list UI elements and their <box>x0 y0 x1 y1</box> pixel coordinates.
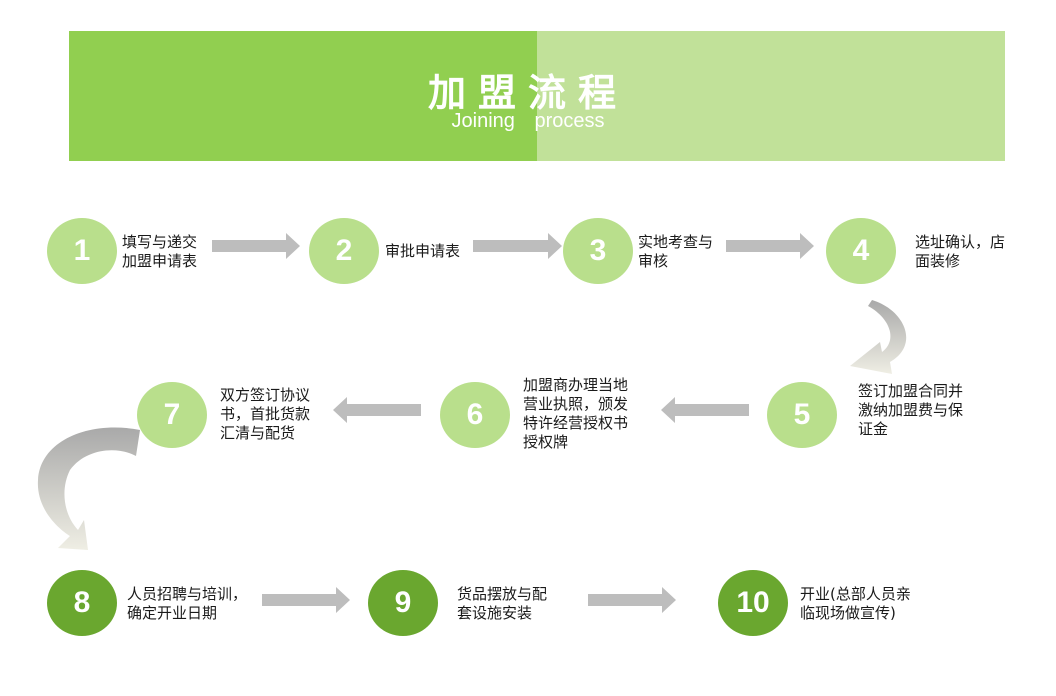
step-1-line-2: 加盟申请表 <box>122 252 198 270</box>
curve-arrow-7-to-8 <box>37 427 140 550</box>
banner-left-panel <box>69 31 537 161</box>
step-4-line-1: 选址确认，店 <box>915 233 1006 251</box>
step-4-line-2: 面装修 <box>915 252 961 270</box>
step-9-circle: 9 <box>368 570 438 636</box>
page-subtitle: Joining process <box>451 110 605 132</box>
step-2-circle: 2 <box>309 218 379 284</box>
step-7-circle: 7 <box>137 382 207 448</box>
step-1-line-1: 填写与递交 <box>122 233 198 251</box>
step-4-text: 选址确认，店 面装修 <box>915 233 1005 271</box>
step-9-line-2: 套设施安装 <box>457 604 533 622</box>
step-1-circle: 1 <box>47 218 117 284</box>
banner-right-panel <box>537 31 1005 161</box>
step-5-line-1: 签订加盟合同并 <box>858 382 964 400</box>
curve-arrow-4-to-5 <box>850 300 907 374</box>
arrow-6-to-7 <box>333 397 421 423</box>
arrow-3-to-4 <box>726 233 814 259</box>
arrow-5-to-6 <box>661 397 749 423</box>
step-1-text: 填写与递交 加盟申请表 <box>122 233 197 271</box>
arrow-1-to-2 <box>212 233 300 259</box>
step-9-line-1: 货品摆放与配 <box>457 585 548 603</box>
step-6-circle: 6 <box>440 382 510 448</box>
step-7-text: 双方签订协议 书，首批货款 汇清与配货 <box>220 386 310 443</box>
step-9-text: 货品摆放与配 套设施安装 <box>457 585 547 623</box>
step-3-circle: 3 <box>563 218 633 284</box>
step-10-line-1: 开业(总部人员亲 <box>800 585 911 603</box>
step-4-circle: 4 <box>826 218 896 284</box>
step-6-text: 加盟商办理当地 营业执照，颁发 特许经营授权书 授权牌 <box>523 376 628 452</box>
step-7-line-1: 双方签订协议 <box>220 386 311 404</box>
step-8-text: 人员招聘与培训， 确定开业日期 <box>127 585 247 623</box>
header-banner <box>69 31 1005 161</box>
step-5-text: 签订加盟合同并 激纳加盟费与保 证金 <box>858 382 963 439</box>
step-3-line-2: 审核 <box>638 252 669 270</box>
step-3-line-1: 实地考查与 <box>638 233 714 251</box>
step-6-line-1: 加盟商办理当地 <box>523 376 629 394</box>
step-8-line-1: 人员招聘与培训， <box>127 585 248 603</box>
page-title: 加盟流程 <box>427 71 628 115</box>
arrow-8-to-9 <box>262 587 350 613</box>
step-2-line-1: 审批申请表 <box>385 242 461 260</box>
step-5-line-2: 激纳加盟费与保 <box>858 401 964 419</box>
arrow-2-to-3 <box>473 233 562 259</box>
step-5-line-3: 证金 <box>858 420 889 438</box>
step-8-line-2: 确定开业日期 <box>127 604 218 622</box>
step-7-line-3: 汇清与配货 <box>220 424 296 442</box>
step-7-line-2: 书，首批货款 <box>220 405 311 423</box>
arrow-9-to-10 <box>588 587 676 613</box>
step-6-line-2: 营业执照，颁发 <box>523 395 629 413</box>
step-10-line-2: 临现场做宣传) <box>800 604 896 622</box>
step-10-text: 开业(总部人员亲 临现场做宣传) <box>800 585 911 623</box>
step-8-circle: 8 <box>47 570 117 636</box>
step-6-line-3: 特许经营授权书 <box>523 414 629 432</box>
step-2-text: 审批申请表 <box>385 242 460 261</box>
step-3-text: 实地考查与 审核 <box>638 233 713 271</box>
step-6-line-4: 授权牌 <box>523 433 569 451</box>
step-10-circle: 10 <box>718 570 788 636</box>
step-5-circle: 5 <box>767 382 837 448</box>
